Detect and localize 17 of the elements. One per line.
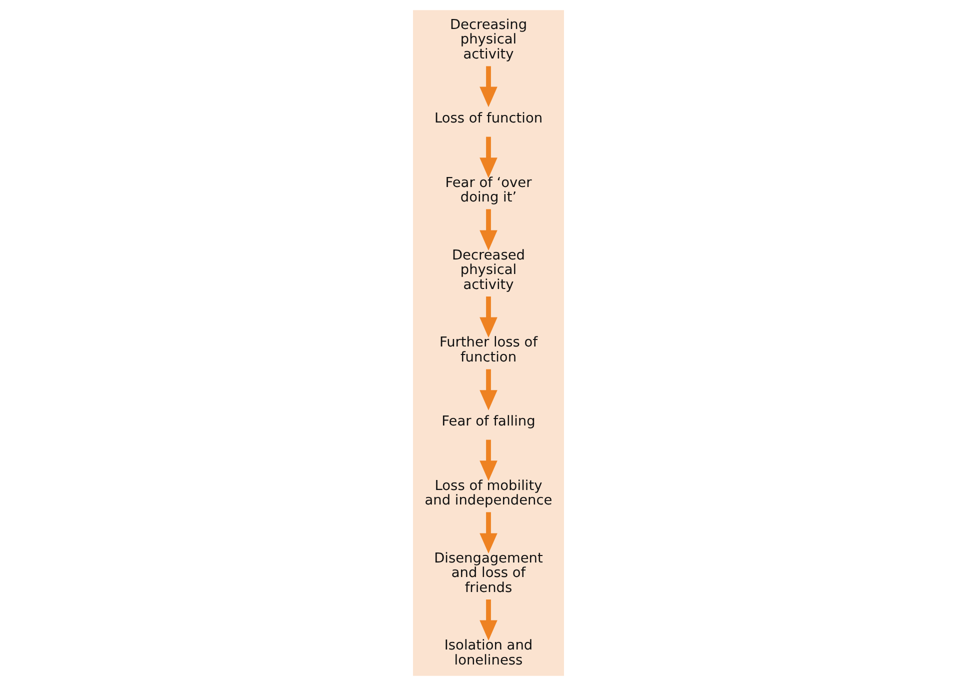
node-text: Isolation and loneliness bbox=[444, 638, 532, 668]
node-text: Decreased physical activity bbox=[451, 247, 525, 293]
node-text: Loss of function bbox=[434, 110, 542, 127]
arrow bbox=[479, 296, 497, 338]
node-text: Loss of mobility and independence bbox=[424, 478, 552, 508]
arrow bbox=[479, 512, 497, 554]
arrow bbox=[479, 66, 497, 108]
arrow bbox=[479, 369, 497, 410]
node-text: Fear of falling bbox=[441, 414, 535, 430]
node-text: Decreasing physical activity bbox=[449, 16, 527, 62]
arrow bbox=[479, 600, 497, 641]
arrow bbox=[479, 209, 497, 251]
arrow bbox=[479, 440, 497, 481]
node-text: Disengagement and loss of friends bbox=[434, 550, 542, 596]
node-text: Further loss of function bbox=[438, 334, 538, 366]
arrow bbox=[479, 136, 497, 178]
node-text: Fear of ‘over doing it’ bbox=[444, 174, 532, 206]
